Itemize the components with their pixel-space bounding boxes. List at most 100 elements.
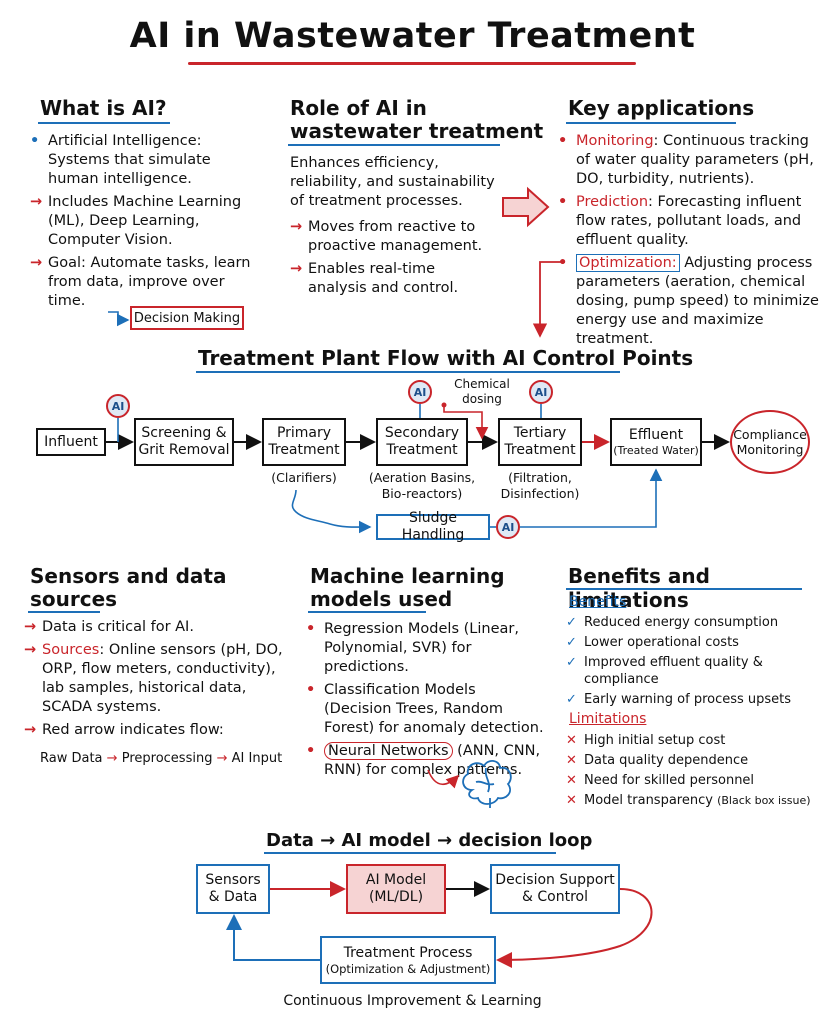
list-item: ✕Need for skilled personnel (566, 773, 755, 788)
benefits-heading: Benefits and limitations (568, 564, 710, 612)
arrow-icon: → (24, 619, 37, 635)
role-underline (288, 144, 500, 146)
term-optimization: Optimization: (576, 254, 680, 272)
primary-note: (Clarifiers) (271, 470, 337, 485)
check-icon: ✓ (566, 635, 577, 650)
list-item: →Goal: Automate tasks, learn from data, … (30, 255, 251, 309)
list-item: ✕Data quality dependence (566, 753, 749, 768)
arrow-icon: → (290, 219, 303, 235)
ml-list: •Regression Models (Linear, Polynomial, … (306, 620, 546, 784)
ai-model-note: (ML/DL) (368, 889, 424, 905)
sensors-heading-line2: sources (30, 587, 118, 611)
role-intro: Enhances efficiency, reliability, and su… (290, 155, 495, 209)
list-item: →Red arrow indicates flow: (24, 722, 224, 738)
primary-box: Primary Treatment (262, 418, 346, 466)
list-item: →Data is critical for AI. (24, 619, 194, 635)
list-item: →Includes Machine Learning (ML), Deep Le… (30, 194, 242, 248)
arrow-icon: → (24, 722, 37, 738)
tertiary-box: Tertiary Treatment (498, 418, 582, 466)
compliance-monitoring-circle: Compliance Monitoring (730, 410, 810, 474)
process-note: (Optimization & Adjustment) (325, 961, 491, 976)
cross-icon: ✕ (566, 733, 577, 748)
bullet-icon: • (306, 743, 316, 759)
term-monitoring: Monitoring (576, 133, 654, 149)
decision-making-box: Decision Making (130, 306, 244, 330)
sensors-heading-line1: Sensors and data (30, 564, 227, 588)
loop-process-box: Treatment Process (Optimization & Adjust… (320, 936, 496, 984)
arrow-icon: → (216, 751, 228, 766)
list-item: →Enables real-time analysis and control. (290, 261, 459, 296)
list-item: ✕High initial setup cost (566, 733, 726, 748)
sludge-to-effluent-arrow (520, 468, 663, 528)
ai-badge-icon: AI (529, 380, 553, 404)
key-apps-underline (566, 122, 736, 124)
key-apps-heading: Key applications (568, 96, 755, 120)
term-neural-networks: Neural Networks (324, 742, 453, 760)
what-is-ai-list: •Artificial Intelligence: Systems that s… (30, 132, 265, 315)
effluent-label: Effluent (628, 427, 684, 443)
arrow-icon: → (24, 642, 37, 658)
ai-badge-icon: AI (106, 394, 130, 418)
transparency-note: (Black box issue) (717, 794, 811, 807)
list-item: •Optimization: Adjusting process paramet… (558, 254, 819, 347)
influent-box: Influent (36, 428, 106, 456)
screening-box: Screening & Grit Removal (134, 418, 234, 466)
bullet-icon: • (558, 133, 568, 149)
brain-icon (462, 760, 512, 808)
ai-model-label: AI Model (365, 872, 427, 888)
role-heading-line1: Role of AI in (290, 96, 427, 120)
cross-icon: ✕ (566, 793, 577, 808)
sensors-underline (28, 611, 100, 613)
chemical-dosing-arrow (443, 405, 489, 440)
ai-input-label: AI Input (231, 751, 283, 766)
ai-badge-icon: AI (408, 380, 432, 404)
term-prediction: Prediction (576, 194, 649, 210)
benefits-label: Benefits (569, 594, 627, 610)
benefits-list: ✓Reduced energy consumption ✓Lower opera… (566, 614, 816, 711)
limitations-list: ✕High initial setup cost ✕Data quality d… (566, 732, 821, 812)
list-item: •Classification Models (Decision Trees, … (306, 682, 544, 736)
loop-footer: Continuous Improvement & Learning (283, 993, 542, 1009)
loop-decision-box: Decision Support & Control (490, 864, 620, 914)
flow-underline (196, 371, 620, 373)
list-item: ✓Early warning of process upsets (566, 692, 792, 707)
list-item: ✓Reduced energy consumption (566, 615, 779, 630)
process-label: Treatment Process (343, 944, 473, 961)
list-item: •Monitoring: Continuous tracking of wate… (558, 133, 814, 187)
arrow-icon: → (106, 751, 118, 766)
check-icon: ✓ (566, 615, 577, 630)
preprocessing-label: Preprocessing (121, 751, 213, 766)
title-underline (188, 62, 636, 65)
check-icon: ✓ (566, 692, 577, 707)
ml-heading-line1: Machine learning (310, 564, 505, 588)
role-heading-line2: wastewater treatment (290, 119, 544, 143)
role-list: →Moves from reactive to proactive manage… (290, 218, 490, 302)
data-flow-line: Raw Data → Preprocessing → AI Input (40, 750, 282, 767)
chemical-dosing-label: Chemical dosing (454, 377, 510, 406)
list-item: ✕Model transparency (Black box issue) (566, 793, 811, 808)
bullet-icon: • (558, 255, 568, 271)
list-item: ✓Improved effluent quality & compliance (566, 655, 763, 687)
limitations-label: Limitations (569, 711, 647, 727)
bullet-icon: • (306, 682, 316, 698)
list-item: →Sources: Online sensors (pH, DO, ORP, f… (24, 642, 283, 715)
secondary-note: (Aeration Basins, Bio-reactors) (368, 470, 476, 501)
arrow-icon: → (290, 261, 303, 277)
list-item: →Moves from reactive to proactive manage… (290, 219, 483, 254)
check-icon: ✓ (566, 655, 577, 670)
arrow-icon: → (30, 255, 43, 271)
what-is-ai-heading: What is AI? (40, 96, 167, 120)
term-sources: Sources (42, 642, 100, 658)
effluent-note: (Treated Water) (613, 444, 699, 457)
loop-heading: Data → AI model → decision loop (266, 830, 593, 851)
list-item: •Artificial Intelligence: Systems that s… (30, 133, 211, 187)
loop-arrow-process-sensors (226, 914, 320, 961)
cross-icon: ✕ (566, 773, 577, 788)
sensors-list: →Data is critical for AI. →Sources: Onli… (24, 618, 289, 744)
loop-underline (264, 852, 556, 854)
optimization-arrow (532, 261, 565, 338)
benefits-heading-underline (566, 588, 802, 590)
arrow-icon: → (30, 194, 43, 210)
secondary-box: Secondary Treatment (376, 418, 468, 466)
